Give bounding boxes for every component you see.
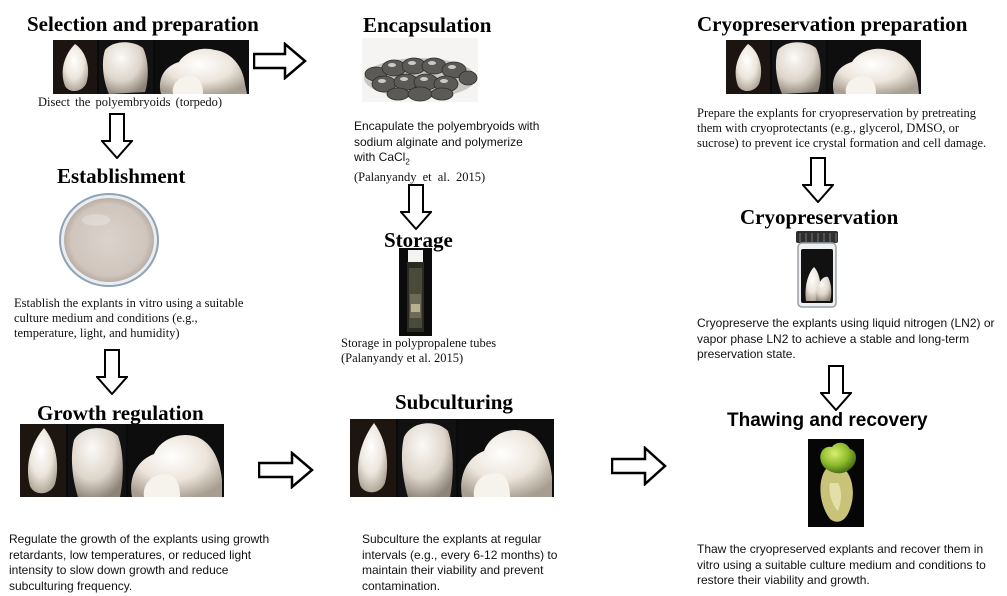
arrow-down-icon [101, 113, 133, 159]
caption-selection: Disect the polyembryoids (torpedo) [38, 95, 222, 110]
title-cryopreservation-preparation: Cryopreservation preparation [697, 12, 967, 37]
arrow-down-icon [96, 349, 128, 395]
embryo-photo-cryo-preparation [726, 40, 921, 94]
thawed-explant-image [808, 439, 864, 527]
embryo-photo-growth [20, 424, 224, 497]
arrow-down-icon [400, 184, 432, 230]
caption-storage: Storage in polypropalene tubes (Palanyan… [341, 336, 541, 366]
arrow-right-icon [611, 446, 667, 486]
caption-subculturing: Subculture the explants at regular inter… [362, 532, 572, 594]
title-subculturing: Subculturing [395, 390, 513, 415]
caption-encapsulation: Encapulate the polyembryoids with sodium… [354, 119, 544, 185]
encapsulated-beads-image [362, 38, 478, 102]
embryo-photo-selection [53, 40, 249, 94]
cryo-vial-image [790, 229, 844, 314]
caption-cryopreservation: Cryopreserve the explants using liquid n… [697, 316, 997, 363]
caption-establishment: Establish the explants in vitro using a … [14, 296, 246, 341]
embryo-photo-subculturing [350, 419, 554, 497]
title-establishment: Establishment [57, 164, 185, 189]
arrow-down-icon [802, 157, 834, 203]
caption-encapsulation-ref: (Palanyandy et al. 2015) [354, 170, 485, 184]
storage-tube-image [399, 248, 432, 336]
title-encapsulation: Encapsulation [363, 13, 491, 38]
caption-thawing-recovery: Thaw the cryopreserved explants and reco… [697, 542, 997, 589]
caption-encapsulation-main: Encapulate the polyembryoids with sodium… [354, 119, 539, 164]
title-thawing-recovery: Thawing and recovery [727, 410, 928, 432]
petri-dish-image [58, 192, 160, 293]
arrow-right-icon [253, 42, 307, 80]
title-cryopreservation: Cryopreservation [740, 205, 898, 230]
title-growth-regulation: Growth regulation [37, 401, 204, 426]
caption-growth-regulation: Regulate the growth of the explants usin… [9, 532, 271, 594]
caption-cryo-preparation: Prepare the explants for cryopreservatio… [697, 106, 1002, 151]
title-selection-preparation: Selection and preparation [27, 12, 259, 37]
caption-encapsulation-subscript: 2 [405, 157, 409, 166]
arrow-right-icon [258, 451, 314, 489]
arrow-down-icon [820, 365, 852, 411]
